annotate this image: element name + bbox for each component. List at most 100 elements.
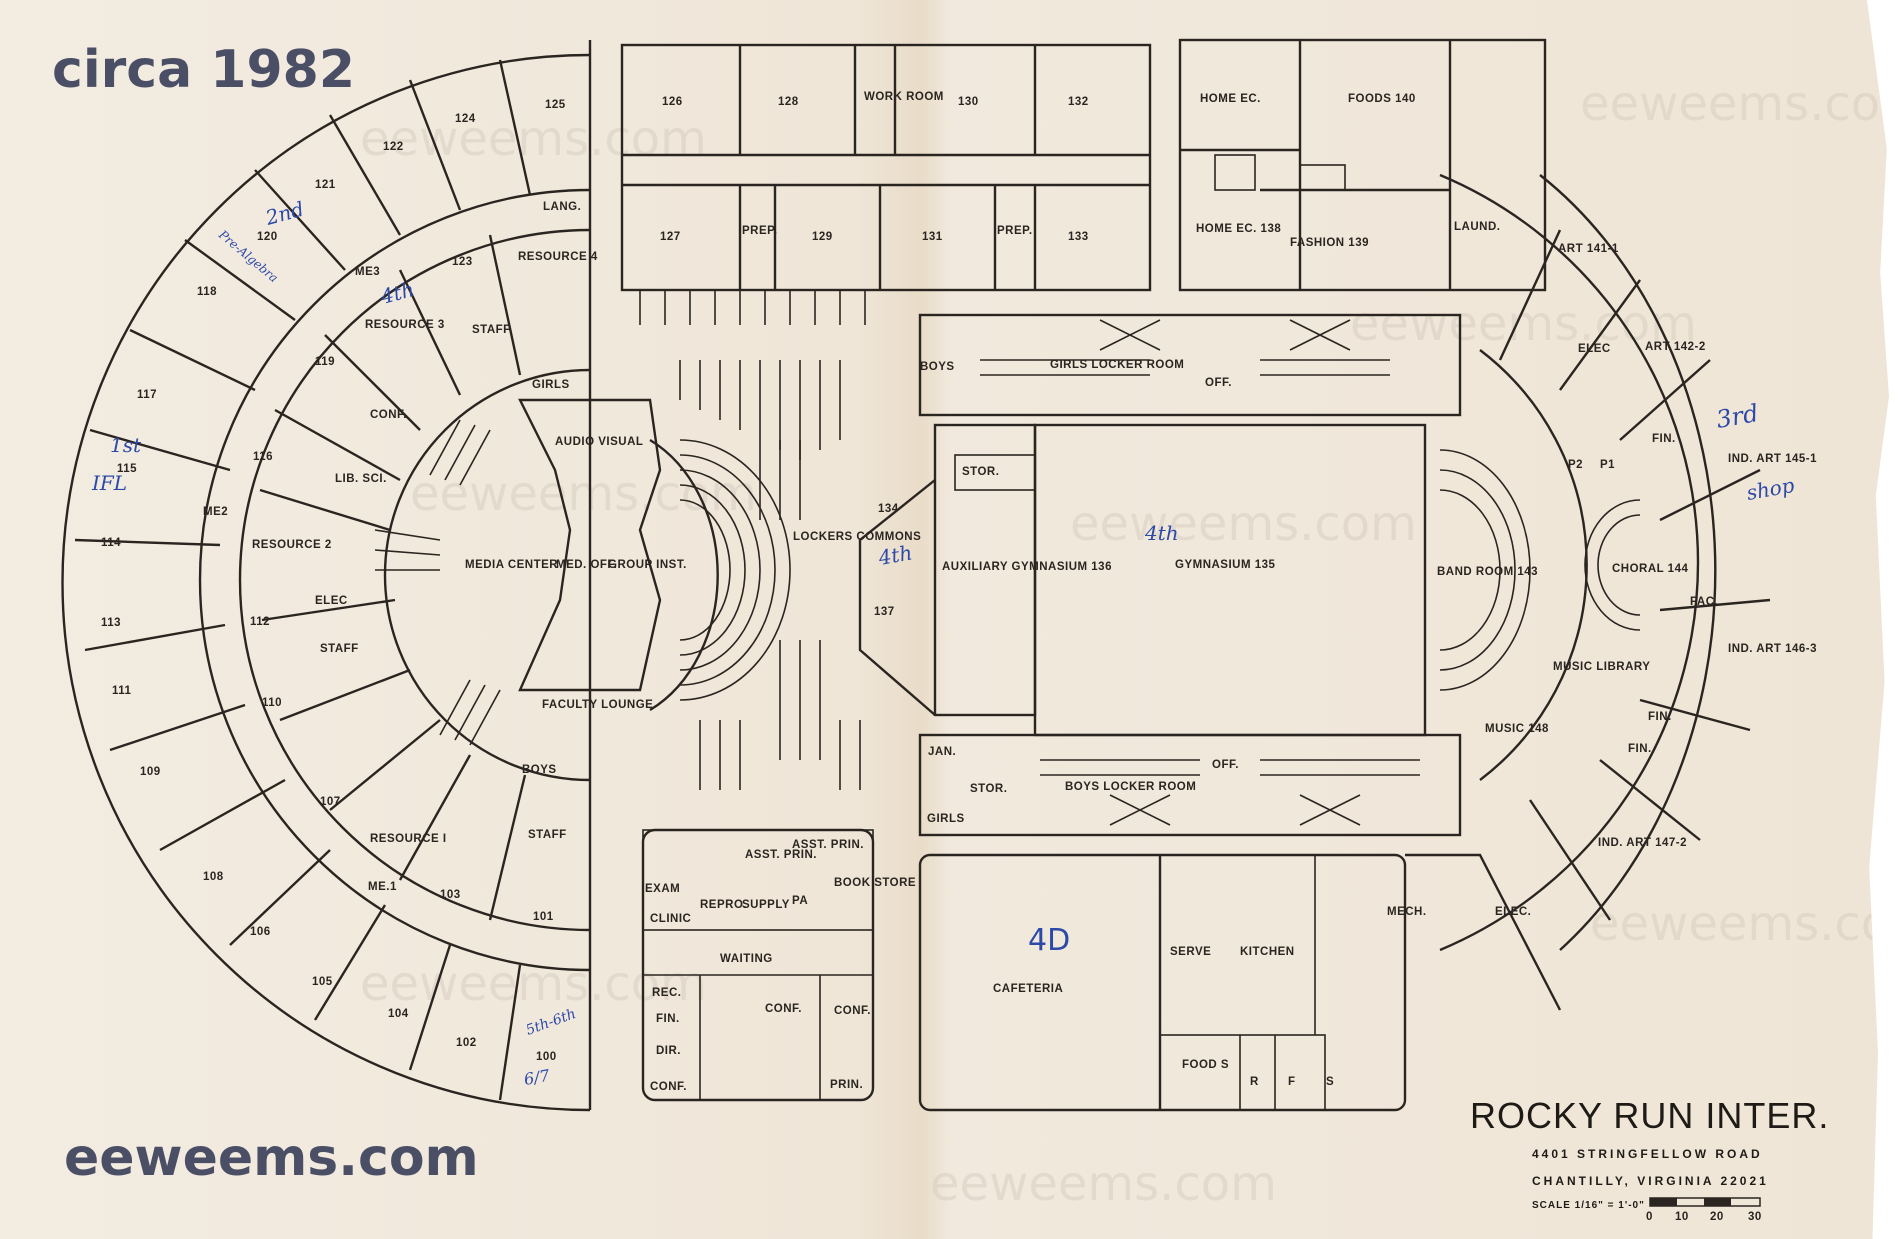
room-label: MUSIC 148: [1485, 723, 1549, 735]
room-label: FASHION 139: [1290, 237, 1369, 249]
note-4th: 4th: [876, 540, 914, 570]
school-city: CHANTILLY, VIRGINIA 22021: [1532, 1174, 1769, 1188]
room-label: 130: [958, 96, 979, 108]
room-label: 132: [1068, 96, 1089, 108]
room-label: 128: [778, 96, 799, 108]
room-label: GYMNASIUM 135: [1175, 559, 1276, 571]
room-label: AUDIO VISUAL: [555, 436, 643, 448]
room-label: CONF.: [370, 409, 407, 421]
room-label: FACULTY LOUNGE: [542, 699, 653, 711]
room-label: BOYS: [522, 764, 557, 776]
room-label: DIR.: [656, 1045, 681, 1057]
room-label: FIN.: [1628, 743, 1652, 755]
gym-complex: [858, 313, 1462, 837]
room-label: WAITING: [720, 953, 773, 965]
watermark: eeweems.com: [1590, 896, 1900, 952]
west-wing: [61, 40, 592, 1112]
room-label: GIRLS: [532, 379, 570, 391]
room-label: GIRLS LOCKER ROOM: [1050, 359, 1184, 371]
scale-bar: 0 10 20 30: [1646, 1197, 1761, 1223]
room-label: RESOURCE 2: [252, 539, 332, 551]
scale-tick-label: 20: [1710, 1211, 1724, 1223]
room-label: 121: [315, 179, 336, 191]
room-label: LAUND.: [1454, 221, 1500, 233]
room-label: FOODS 140: [1348, 93, 1416, 105]
room-label: CHORAL 144: [1612, 563, 1688, 575]
room-label: OFF.: [1212, 759, 1239, 771]
room-label: 113: [101, 617, 121, 629]
room-label: 110: [262, 697, 282, 709]
room-label: PREP.: [997, 225, 1033, 237]
room-label: REC.: [652, 987, 681, 999]
room-label: FOOD S: [1182, 1059, 1229, 1071]
room-label: BOYS: [920, 361, 955, 373]
room-label: 111: [112, 685, 132, 697]
room-label: CAFETERIA: [993, 983, 1063, 995]
room-label: ASST. PRIN.: [792, 839, 864, 851]
room-label: PREP.: [742, 225, 778, 237]
room-label: 119: [315, 356, 335, 368]
room-label: MEDIA CENTER: [465, 559, 558, 571]
room-label: 104: [388, 1008, 409, 1020]
scale-tick-label: 0: [1646, 1211, 1653, 1223]
room-label: RESOURCE 4: [518, 251, 598, 263]
room-label: 106: [250, 926, 271, 938]
watermark: eeweems.com: [360, 111, 707, 167]
room-label: STOR.: [962, 466, 999, 478]
room-label: CLINIC: [650, 913, 691, 925]
room-label: FIN.: [1648, 711, 1672, 723]
room-label: ELEC.: [1495, 906, 1531, 918]
room-label: PRIN.: [830, 1079, 863, 1091]
room-label: ME3: [355, 266, 380, 278]
note-6th: 6/7: [522, 1066, 551, 1089]
note-2nd: 2nd: [262, 197, 306, 230]
room-label: HOME EC. 138: [1196, 223, 1281, 235]
room-label: 105: [312, 976, 333, 988]
room-label: S: [1326, 1076, 1334, 1088]
room-label: STOR.: [970, 783, 1007, 795]
room-label: PA: [792, 895, 808, 907]
era-label: circa 1982: [52, 40, 356, 100]
room-label: P2: [1568, 459, 1583, 471]
room-label: STAFF: [472, 324, 511, 336]
room-label: REPRO.: [700, 899, 747, 911]
scale-label: SCALE 1/16" = 1'-0": [1532, 1200, 1645, 1211]
room-label: EXAM: [645, 883, 680, 895]
room-label: WORK ROOM: [864, 91, 944, 103]
home-ec-block: [1178, 38, 1547, 292]
room-label: STAFF: [320, 643, 359, 655]
room-label: ME2: [203, 506, 228, 518]
room-label: FIN.: [656, 1013, 680, 1025]
room-label: 114: [101, 537, 121, 549]
room-label: FAC.: [1690, 596, 1718, 608]
room-label: R: [1250, 1076, 1259, 1088]
room-label: ELEC: [315, 595, 348, 607]
watermark: eeweems.com: [360, 956, 707, 1012]
room-label: 125: [545, 99, 566, 111]
room-label: CONF.: [834, 1005, 871, 1017]
room-labels: 125 124 122 121 120 118 117 115 114 113 …: [101, 91, 1817, 1093]
note-3rd: 3rd: [1714, 399, 1760, 434]
room-label: LANG.: [543, 201, 581, 213]
room-label: LOCKERS COMMONS: [793, 531, 921, 543]
room-label: IND. ART 145-1: [1728, 453, 1817, 465]
room-label: BAND ROOM 143: [1437, 566, 1538, 578]
watermark: eeweems.com: [1070, 496, 1417, 552]
room-label: F: [1288, 1076, 1296, 1088]
room-label: ART 142-2: [1645, 341, 1706, 353]
room-label: BOOK STORE: [834, 877, 916, 889]
room-label: CONF.: [650, 1081, 687, 1093]
room-label: 126: [662, 96, 683, 108]
room-label: 108: [203, 871, 224, 883]
room-label: 116: [253, 451, 273, 463]
room-label: ART 141-1: [1558, 243, 1619, 255]
room-label: 112: [250, 616, 270, 628]
school-title: ROCKY RUN INTER.: [1470, 1095, 1830, 1136]
room-label: 129: [812, 231, 833, 243]
room-label: JAN.: [928, 746, 956, 758]
room-label: 103: [440, 889, 461, 901]
room-label: SERVE: [1170, 946, 1211, 958]
room-label: 101: [533, 911, 554, 923]
